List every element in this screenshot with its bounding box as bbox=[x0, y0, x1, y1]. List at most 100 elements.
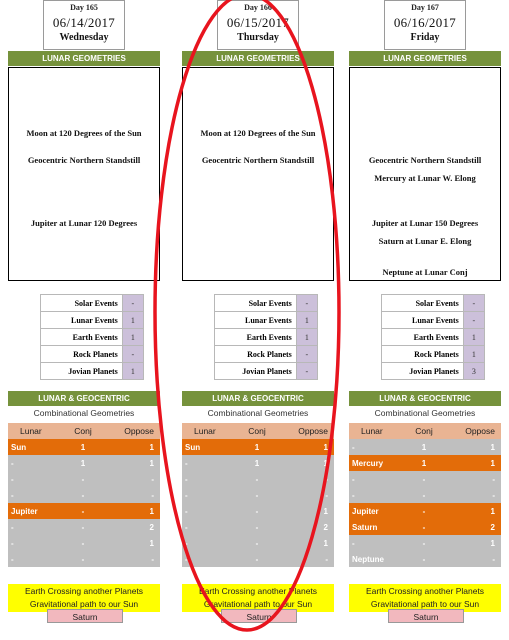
row-conj-value: - bbox=[422, 490, 426, 500]
row-oppose-value: - bbox=[325, 554, 328, 564]
event-label: Solar Events bbox=[381, 294, 464, 312]
row-conj-value: - bbox=[422, 474, 426, 484]
event-label: Lunar Events bbox=[381, 311, 464, 329]
grid-col-lunar: Lunar bbox=[361, 426, 383, 436]
row-oppose-value: 2 bbox=[149, 522, 154, 532]
lunar-geocentric-header: LUNAR & GEOCENTRIC bbox=[349, 391, 501, 406]
row-oppose-value: - bbox=[151, 554, 154, 564]
row-oppose-value: 1 bbox=[149, 538, 154, 548]
note-line-1: Earth Crossing another Planets bbox=[365, 586, 485, 596]
saturn-label: Saturn bbox=[388, 609, 464, 623]
combinational-subtitle: Combinational Geometries bbox=[207, 408, 309, 418]
row-body-name: - bbox=[352, 442, 355, 452]
grid-col-conj: Conj bbox=[74, 426, 92, 436]
grid-col-lunar: Lunar bbox=[20, 426, 42, 436]
lunar-geometries-header: LUNAR GEOMETRIES bbox=[349, 51, 501, 66]
row-conj-value: - bbox=[255, 474, 259, 484]
event-value: - bbox=[295, 345, 319, 363]
event-label: Jovian Planets bbox=[40, 362, 123, 380]
row-conj-value: - bbox=[255, 538, 259, 548]
row-body-name: - bbox=[185, 458, 188, 468]
row-body-name: - bbox=[185, 506, 188, 516]
row-body-name: - bbox=[11, 474, 14, 484]
event-value: 1 bbox=[462, 345, 486, 363]
event-label: Earth Events bbox=[40, 328, 123, 346]
row-oppose-value: 1 bbox=[323, 458, 328, 468]
event-row: Solar Events- bbox=[381, 294, 486, 312]
row-conj-value: 1 bbox=[80, 458, 86, 468]
row-conj-value: - bbox=[255, 554, 259, 564]
geometry-line: Geocentric Northern Standstill bbox=[201, 155, 315, 165]
event-value: - bbox=[295, 294, 319, 312]
grid-col-conj: Conj bbox=[415, 426, 433, 436]
row-body-name: Neptune bbox=[352, 554, 384, 564]
event-value: - bbox=[462, 294, 486, 312]
geometry-line: Moon at 120 Degrees of the Sun bbox=[200, 128, 316, 138]
row-body-name: - bbox=[185, 490, 188, 500]
grid-row: --2 bbox=[182, 519, 334, 535]
event-label: Solar Events bbox=[40, 294, 123, 312]
grid-row: --- bbox=[8, 487, 160, 503]
weekday-label: Friday bbox=[410, 32, 440, 43]
event-label: Jovian Planets bbox=[214, 362, 297, 380]
row-oppose-value: - bbox=[492, 554, 495, 564]
row-conj-value: - bbox=[81, 522, 85, 532]
event-label: Lunar Events bbox=[40, 311, 123, 329]
row-oppose-value: 1 bbox=[149, 506, 154, 516]
event-label: Rock Planets bbox=[214, 345, 297, 363]
row-oppose-value: 1 bbox=[490, 442, 495, 452]
row-conj-value: - bbox=[255, 522, 259, 532]
row-conj-value: 1 bbox=[254, 442, 260, 452]
row-conj-value: 1 bbox=[421, 442, 427, 452]
row-body-name: - bbox=[185, 538, 188, 548]
event-label: Lunar Events bbox=[214, 311, 297, 329]
event-value: - bbox=[121, 345, 145, 363]
row-conj-value: 1 bbox=[421, 458, 427, 468]
geometry-line: Jupiter at Lunar 120 Degrees bbox=[30, 218, 138, 228]
row-oppose-value: - bbox=[492, 474, 495, 484]
lunar-geocentric-header: LUNAR & GEOCENTRIC bbox=[182, 391, 334, 406]
row-oppose-value: 1 bbox=[149, 458, 154, 468]
grid-row: Saturn-2 bbox=[349, 519, 501, 535]
geometry-line: Jupiter at Lunar 150 Degrees bbox=[371, 218, 479, 228]
grid-col-lunar: Lunar bbox=[194, 426, 216, 436]
grid-row: - - 2 bbox=[8, 519, 160, 535]
day-number: Day 167 bbox=[411, 3, 439, 12]
row-body-name: - bbox=[185, 554, 188, 564]
row-oppose-value: 1 bbox=[149, 442, 154, 452]
date-label: 06/15/2017 bbox=[226, 15, 290, 30]
event-value: 1 bbox=[121, 328, 145, 346]
row-conj-value: - bbox=[255, 490, 259, 500]
combinational-subtitle: Combinational Geometries bbox=[374, 408, 476, 418]
note-line-1: Earth Crossing another Planets bbox=[24, 586, 144, 596]
grid-row: --- bbox=[8, 471, 160, 487]
row-body-name: - bbox=[11, 538, 14, 548]
event-row: Solar Events- bbox=[214, 294, 319, 312]
event-label: Solar Events bbox=[214, 294, 297, 312]
grid-row: --- bbox=[349, 487, 501, 503]
row-body-name: - bbox=[11, 522, 14, 532]
event-label: Earth Events bbox=[214, 328, 297, 346]
event-label: Jovian Planets bbox=[381, 362, 464, 380]
